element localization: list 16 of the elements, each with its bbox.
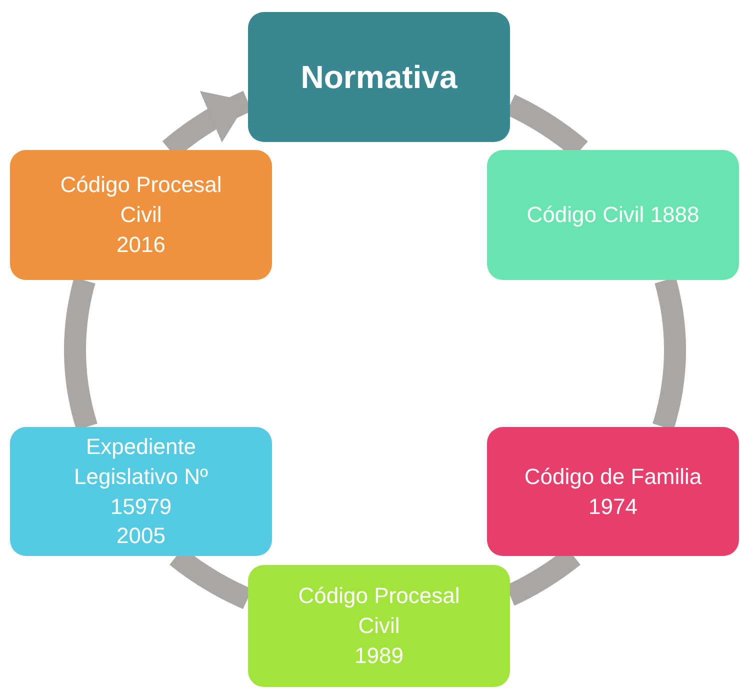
process-box bbox=[248, 12, 510, 142]
box-label: Código Civil 1888 bbox=[526, 201, 700, 230]
box-label: Código Procesal Civil bbox=[297, 582, 461, 640]
process-box bbox=[487, 427, 739, 556]
process-box bbox=[487, 150, 739, 280]
box-title: Normativa bbox=[300, 58, 458, 97]
process-box bbox=[10, 427, 272, 556]
box-label: 2005 bbox=[116, 522, 166, 550]
box-label: 2016 bbox=[116, 230, 166, 259]
box-label: Expediente Legislativo Nº 15979 bbox=[73, 433, 209, 520]
process-box bbox=[248, 565, 510, 687]
box-label: Código de Familia bbox=[524, 462, 702, 491]
box-label: 1974 bbox=[588, 492, 638, 520]
box-label: 1989 bbox=[354, 642, 404, 670]
process-box bbox=[10, 150, 272, 280]
box-label: Código Procesal Civil bbox=[59, 171, 223, 230]
